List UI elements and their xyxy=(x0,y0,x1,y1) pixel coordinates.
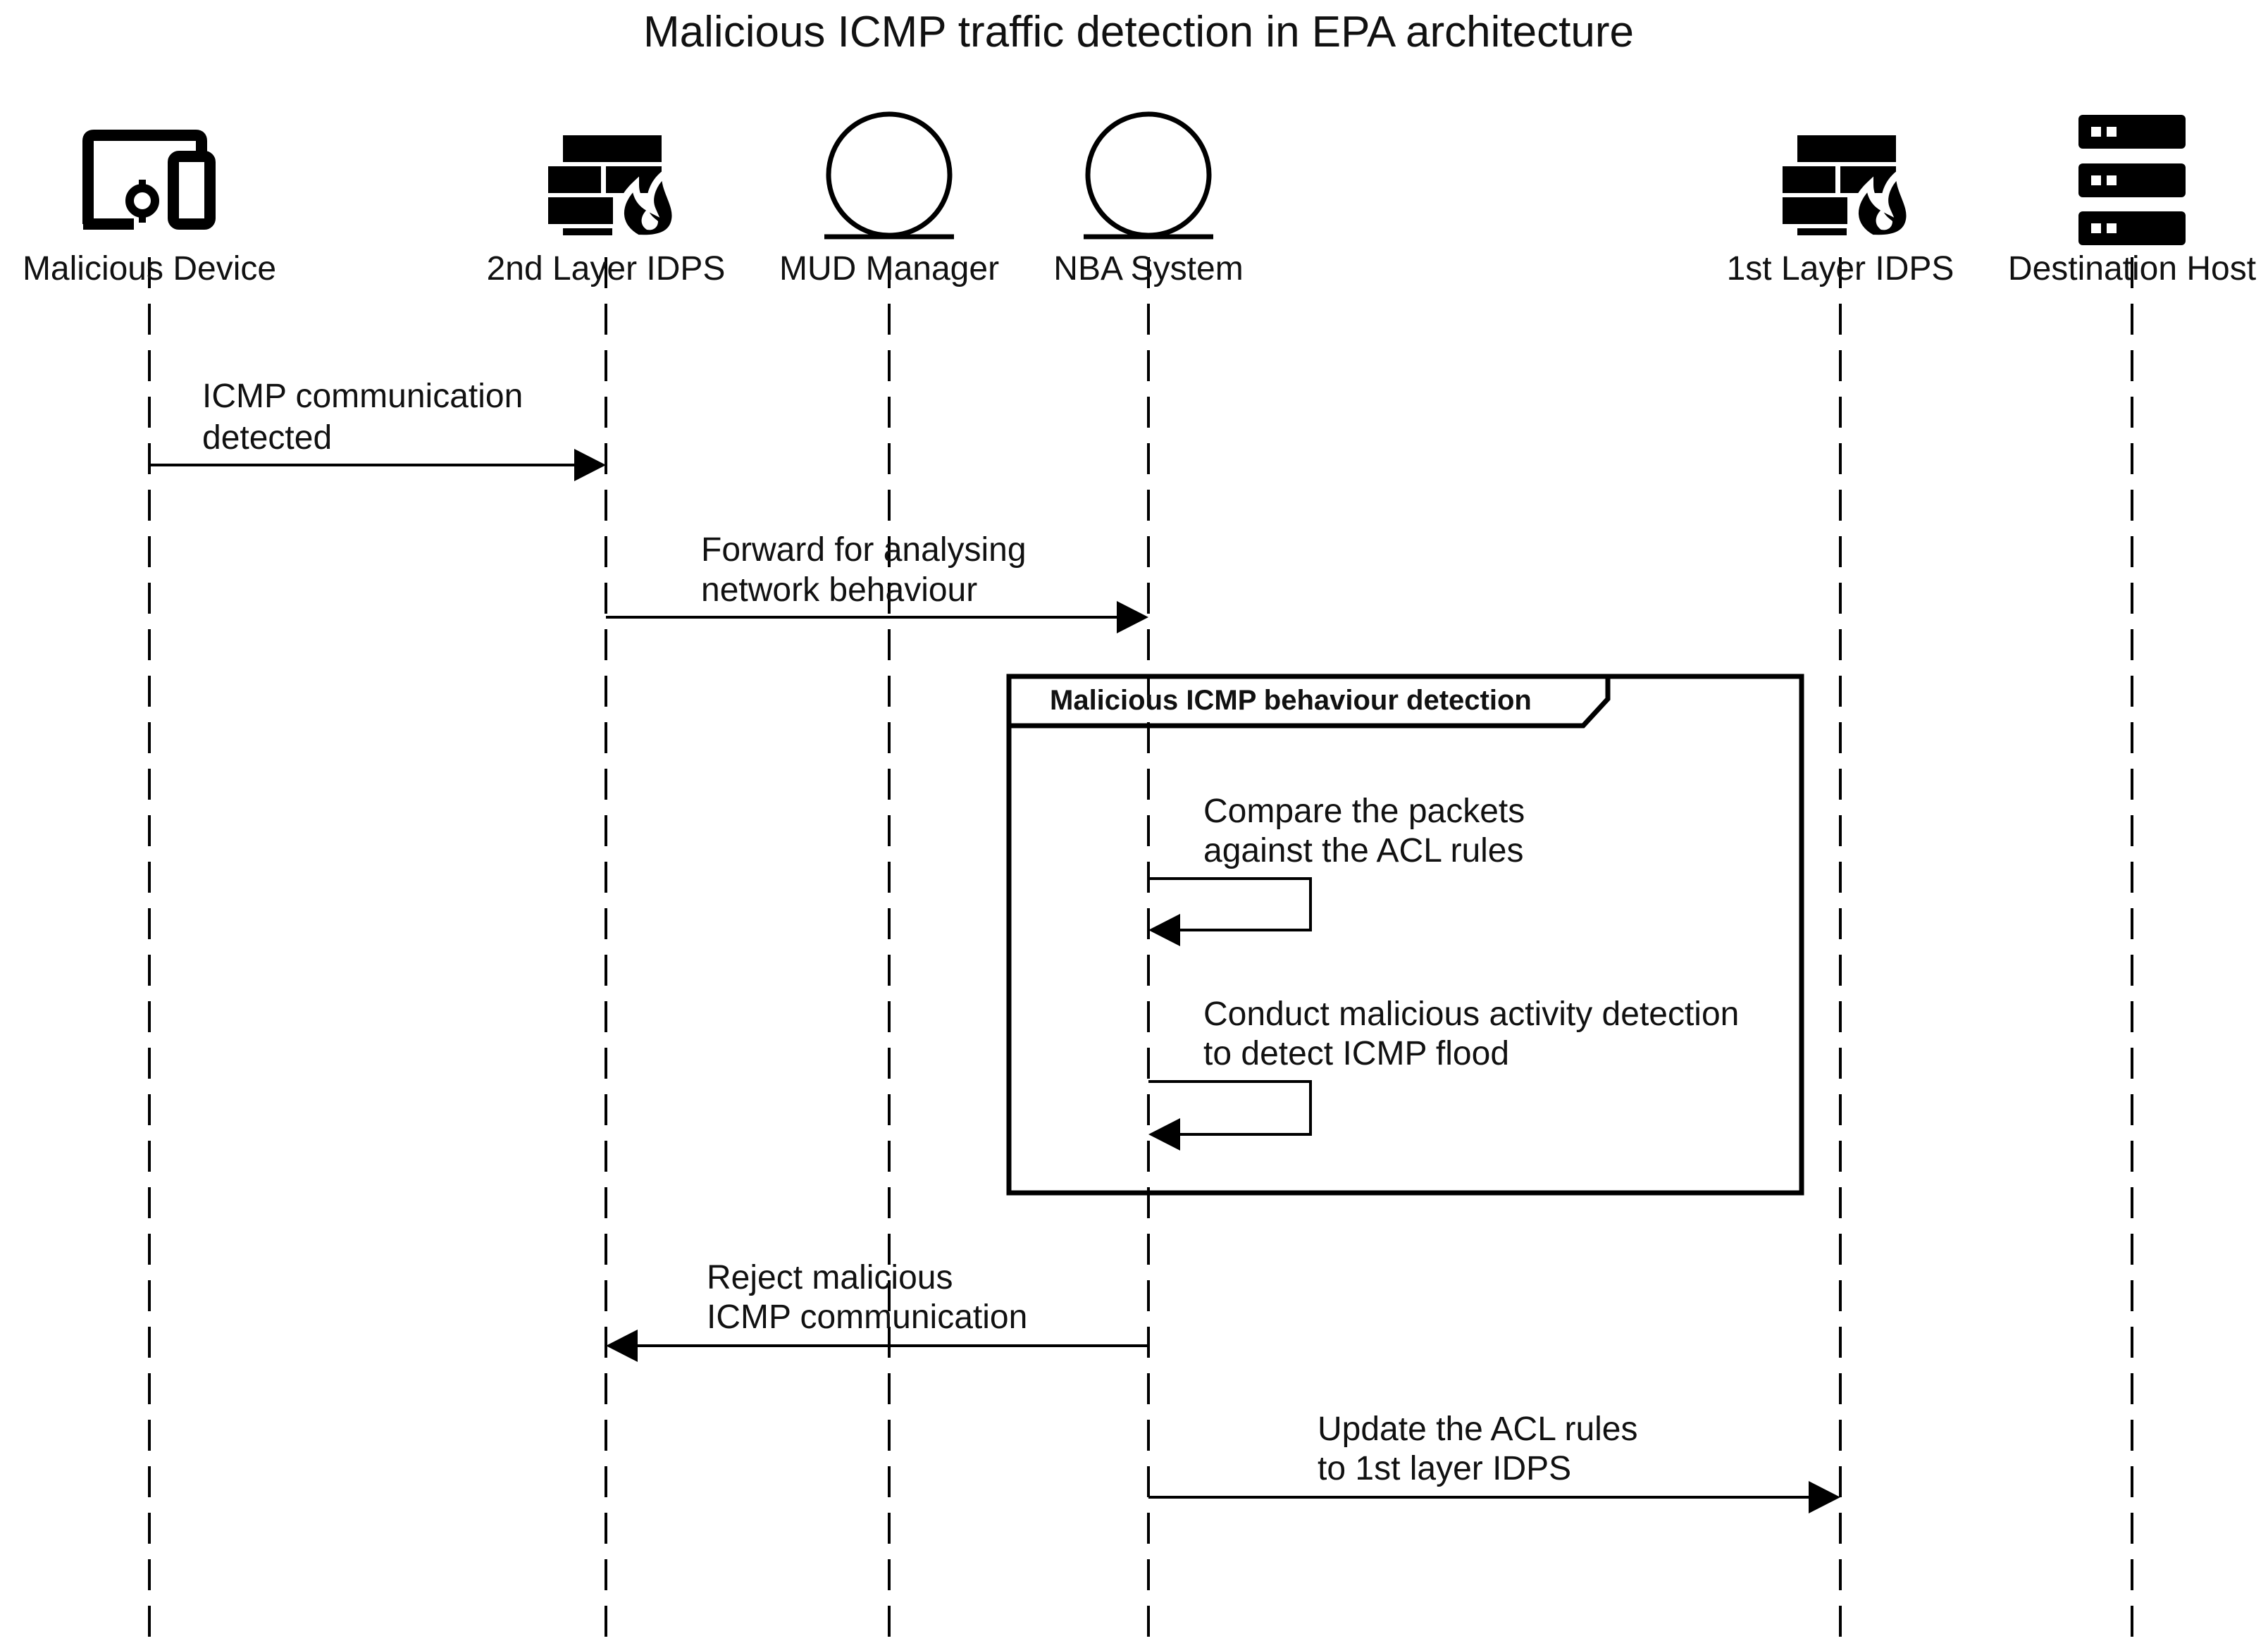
arrow-head xyxy=(1148,914,1180,946)
actor-malicious-device: Malicious Device xyxy=(23,130,276,287)
message-compare-packets: Compare the packets against the ACL rule… xyxy=(1148,793,1525,946)
message-label-line: network behaviour xyxy=(701,571,977,609)
actor-mud-manager: MUD Manager xyxy=(779,111,999,287)
message-label-line: to detect ICMP flood xyxy=(1203,1035,1509,1072)
entity-circle-icon xyxy=(1084,111,1213,240)
actor-nba-system: NBA System xyxy=(1053,111,1244,287)
fragment-frame-tab xyxy=(1009,676,1611,729)
diagram-title: Malicious ICMP traffic detection in EPA … xyxy=(643,8,1634,56)
message-label-line: ICMP communication xyxy=(202,378,523,415)
message-conduct-detection: Conduct malicious activity detection to … xyxy=(1148,996,1739,1151)
fragment-frame-label: Malicious ICMP behaviour detection xyxy=(1050,685,1532,716)
arrow-head xyxy=(1117,601,1148,633)
self-call-line xyxy=(1148,1080,1312,1136)
arrow-head xyxy=(574,449,606,481)
message-reject-icmp: Reject malicious ICMP communication xyxy=(606,1259,1148,1362)
fragment-frame-box xyxy=(1006,674,1804,1196)
message-label-line: against the ACL rules xyxy=(1203,832,1524,869)
actor-label-mud-manager: MUD Manager xyxy=(779,250,999,287)
message-label-line: to 1st layer IDPS xyxy=(1318,1450,1571,1487)
actor-2nd-layer-idps: 2nd Layer IDPS xyxy=(487,135,726,287)
actor-label-destination-host: Destination Host xyxy=(2008,250,2256,287)
arrow-head xyxy=(1809,1481,1840,1513)
fragment-frame: Malicious ICMP behaviour detection xyxy=(1006,674,1804,1196)
server-icon xyxy=(2078,115,2186,245)
message-label-line: Forward for analysing xyxy=(701,531,1027,569)
message-forward-analysing: Forward for analysing network behaviour xyxy=(606,531,1148,633)
self-call-line xyxy=(1148,877,1312,931)
actor-label-malicious-device: Malicious Device xyxy=(23,250,276,287)
message-label-line: Reject malicious xyxy=(707,1259,953,1296)
message-label-line: Update the ACL rules xyxy=(1318,1411,1638,1448)
message-label-line: detected xyxy=(202,419,332,457)
mobile-devices-icon xyxy=(82,130,216,230)
actor-label-1st-layer-idps: 1st Layer IDPS xyxy=(1727,250,1954,287)
firewall-icon xyxy=(1783,135,1914,242)
arrow-head xyxy=(606,1330,638,1362)
arrow-head xyxy=(1148,1118,1180,1151)
actor-label-nba-system: NBA System xyxy=(1053,250,1243,287)
firewall-icon xyxy=(548,135,679,242)
actor-destination-host: Destination Host xyxy=(2008,115,2256,287)
message-label-line: Compare the packets xyxy=(1203,793,1525,830)
actor-1st-layer-idps: 1st Layer IDPS xyxy=(1727,135,1954,287)
message-update-acl: Update the ACL rules to 1st layer IDPS xyxy=(1148,1411,1840,1513)
message-icmp-detected: ICMP communication detected xyxy=(149,378,606,481)
message-label-line: Conduct malicious activity detection xyxy=(1203,996,1739,1033)
actor-label-2nd-layer-idps: 2nd Layer IDPS xyxy=(487,250,726,287)
message-label-line: ICMP communication xyxy=(707,1299,1027,1336)
entity-circle-icon xyxy=(824,111,954,240)
